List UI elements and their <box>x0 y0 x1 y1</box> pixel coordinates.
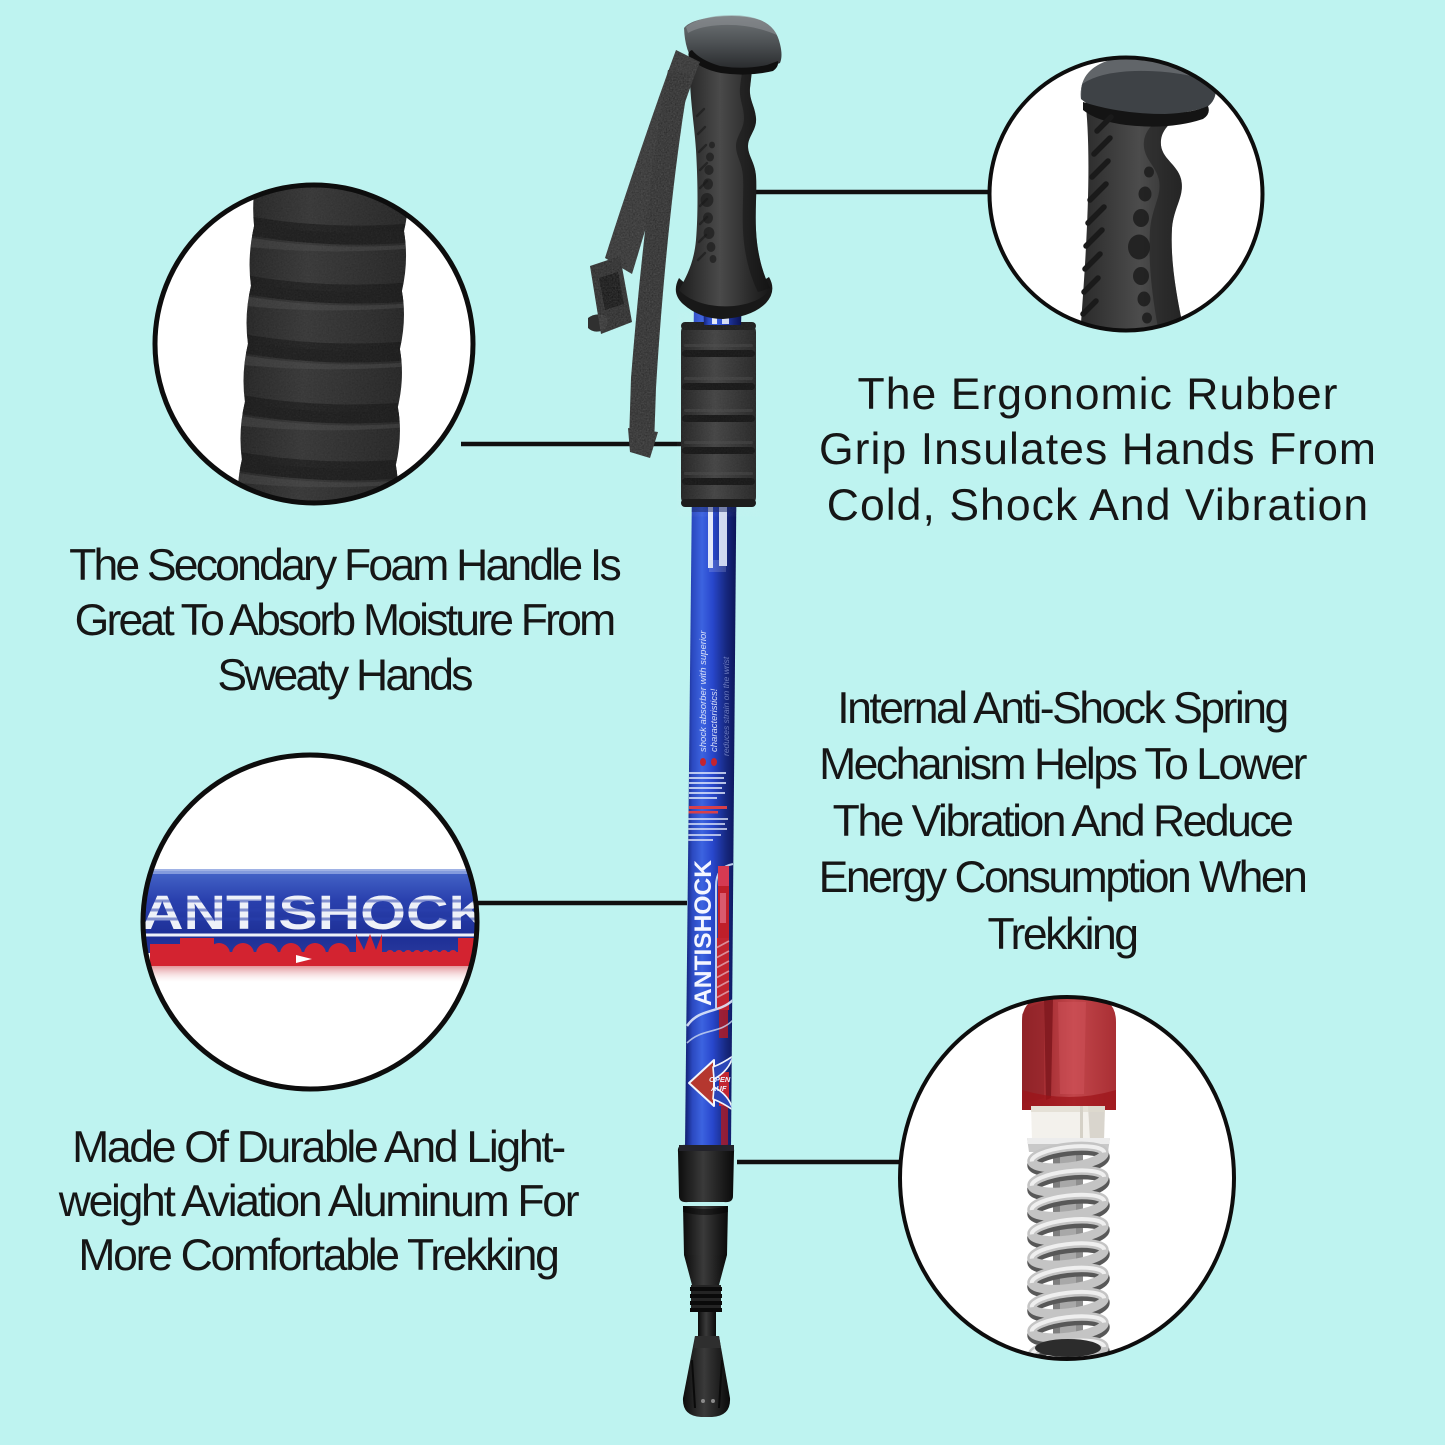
svg-text:ANTISHOCK: ANTISHOCK <box>690 859 717 1006</box>
svg-text:characteristics!: characteristics! <box>709 688 720 752</box>
svg-text:ANTISHOCK: ANTISHOCK <box>141 887 491 940</box>
svg-text:reduces strain on the wrist: reduces strain on the wrist <box>721 656 731 756</box>
svg-text:OPEN: OPEN <box>709 1075 731 1084</box>
svg-text:AUF: AUF <box>710 1084 727 1093</box>
svg-text:shock absorber with superior: shock absorber with superior <box>698 630 709 752</box>
